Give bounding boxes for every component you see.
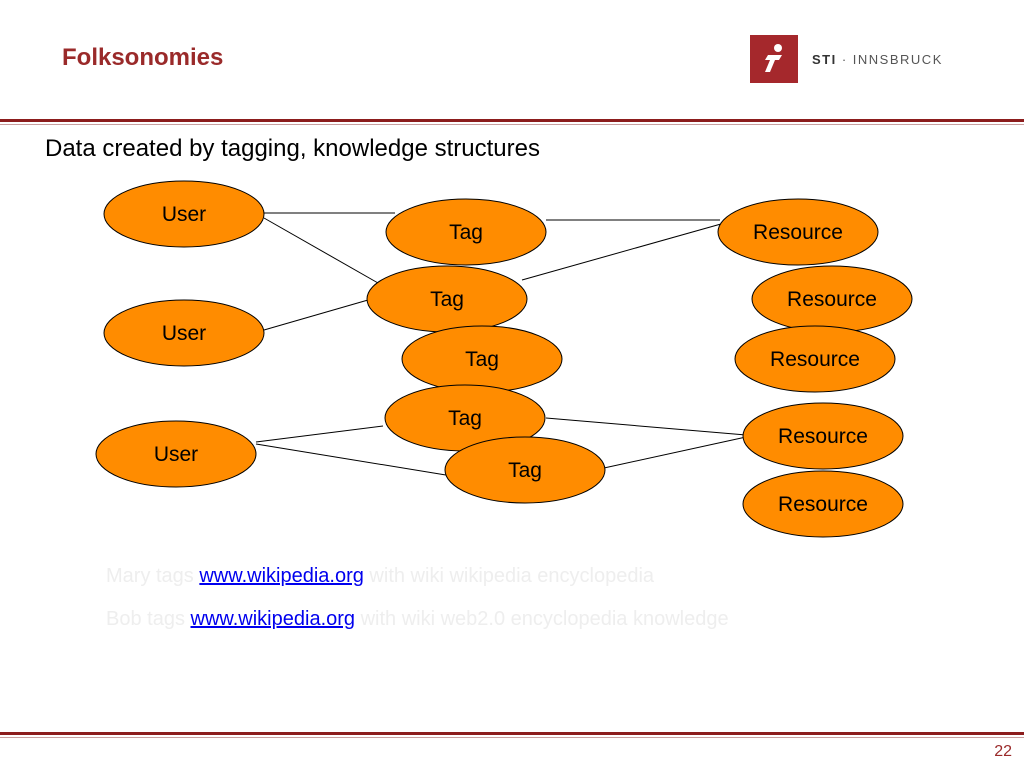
edge-tag5-res4 <box>603 436 747 469</box>
sti-runner-icon <box>750 35 798 83</box>
caption-mary: Mary tags www.wikipedia.org with wiki wi… <box>106 565 654 588</box>
caption-bob-link[interactable]: www.wikipedia.org <box>190 608 356 630</box>
slide-subtitle: Data created by tagging, knowledge struc… <box>45 135 540 162</box>
user-label-2: User <box>162 322 206 345</box>
tag-label-5: Tag <box>508 459 542 482</box>
tag-label-4: Tag <box>448 407 482 430</box>
tag-label-1: Tag <box>449 221 483 244</box>
resource-node-4 <box>742 402 904 470</box>
caption-bob: Bob tags www.wikipedia.org with wiki web… <box>106 608 729 631</box>
resource-label-1: Resource <box>753 221 843 244</box>
caption-bob-before: Bob tags <box>106 608 191 630</box>
caption-mary-link[interactable]: www.wikipedia.org <box>199 565 364 587</box>
edge-tag2-res1 <box>521 221 729 281</box>
sti-innsbruck-logo: STI · INNSBRUCK <box>750 35 943 83</box>
header-rule <box>0 119 1024 122</box>
resource-node-5 <box>742 470 904 538</box>
footer-rule-thin <box>0 737 1024 738</box>
resource-node-1 <box>717 198 879 266</box>
resource-label-5: Resource <box>778 493 868 516</box>
page-number: 22 <box>994 743 1012 760</box>
edge-user2-tag2 <box>263 299 369 331</box>
caption-mary-before: Mary tags <box>106 565 200 587</box>
footer-rule <box>0 732 1024 735</box>
user-node-3 <box>95 420 257 488</box>
logo-separator: · <box>836 51 853 67</box>
user-label-3: User <box>154 443 198 466</box>
tag-node-5 <box>444 436 606 504</box>
edge-tag4-res4 <box>545 417 747 436</box>
slide-title: Folksonomies <box>62 44 224 71</box>
tag-label-2: Tag <box>430 288 464 311</box>
header-rule-thin <box>0 124 1024 125</box>
user-label-1: User <box>162 203 206 226</box>
tag-node-1 <box>385 198 547 266</box>
logo-brand: STI <box>812 51 837 67</box>
user-node-2 <box>103 299 265 367</box>
caption-mary-after: with wiki wikipedia encyclopedia <box>363 565 655 587</box>
resource-label-2: Resource <box>787 288 877 311</box>
logo-place: INNSBRUCK <box>852 51 943 67</box>
resource-node-3 <box>734 325 896 393</box>
edge-user3-tag4 <box>255 425 384 443</box>
logo-text: STI · INNSBRUCK <box>812 52 943 67</box>
caption-bob-after: with wiki web2.0 encyclopedia knowledge <box>355 608 729 630</box>
resource-label-4: Resource <box>778 425 868 448</box>
tag-label-3: Tag <box>465 348 499 371</box>
edge-user1-tag2 <box>263 217 379 284</box>
edge-user3-tag5 <box>255 443 459 478</box>
user-node-1 <box>103 180 265 248</box>
resource-label-3: Resource <box>770 348 860 371</box>
